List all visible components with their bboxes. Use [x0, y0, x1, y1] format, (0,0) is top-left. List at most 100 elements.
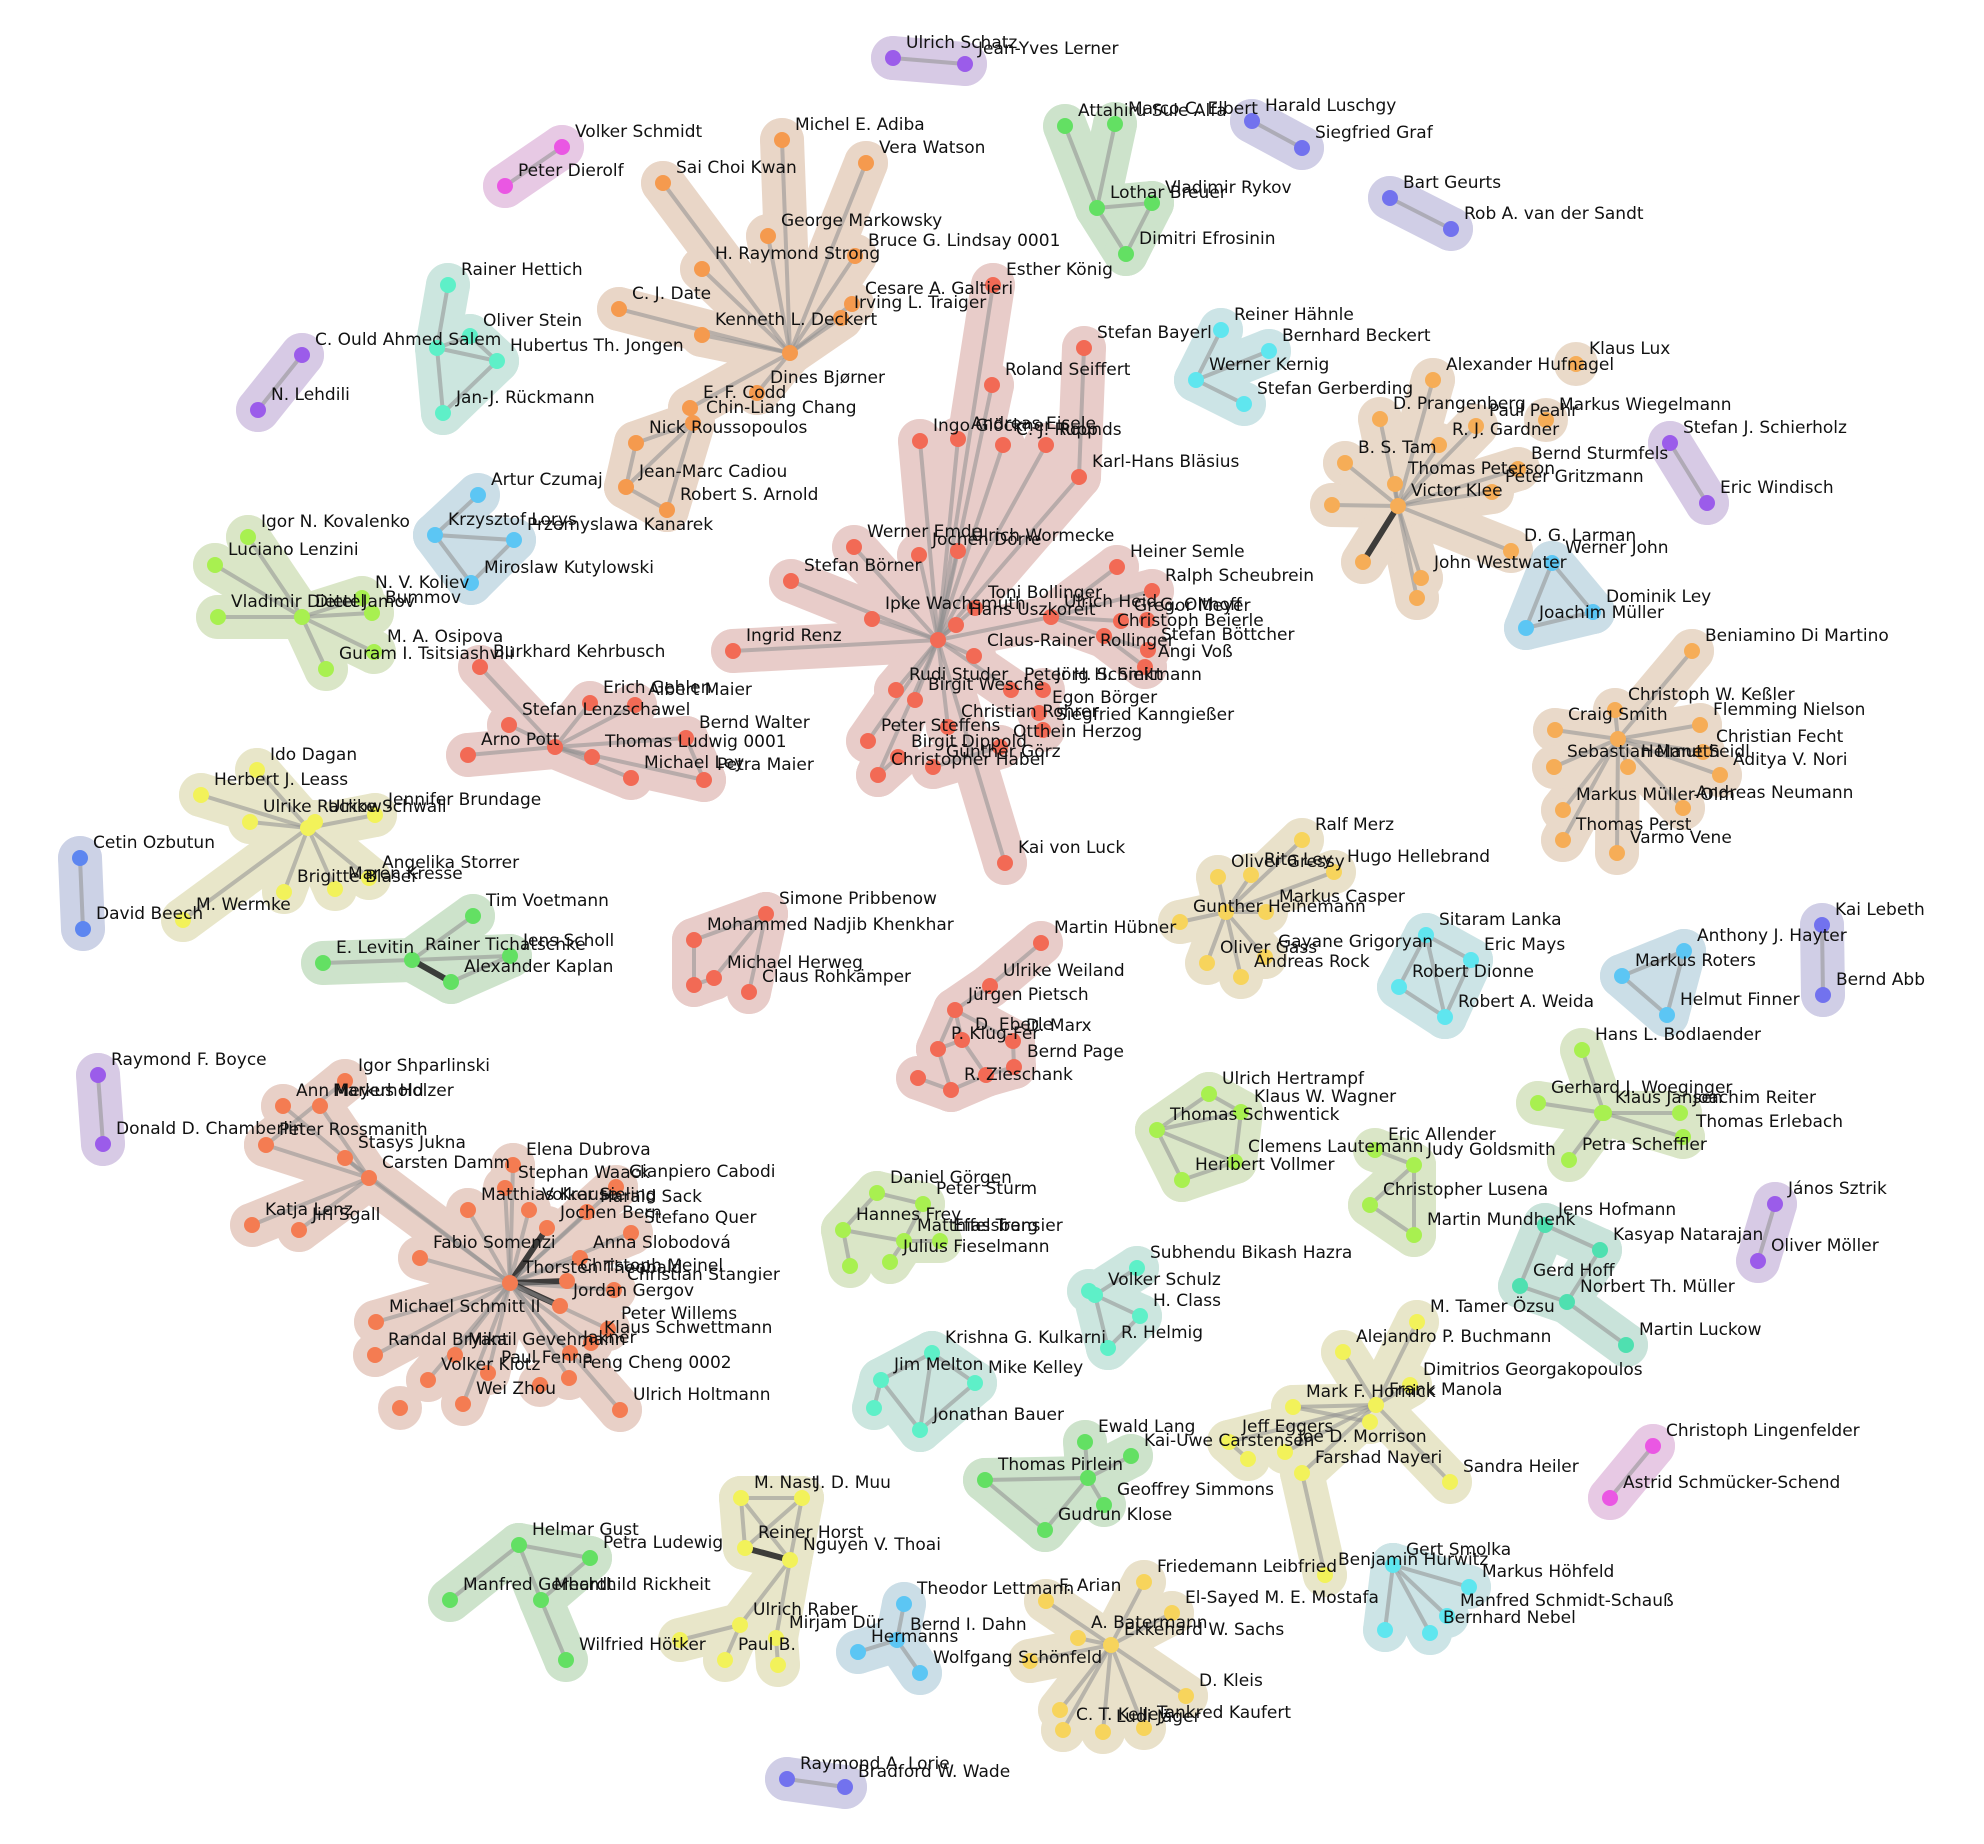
author-node[interactable] [907, 692, 923, 708]
author-node[interactable] [749, 385, 765, 401]
author-node[interactable] [1132, 1308, 1148, 1324]
author-node[interactable] [1546, 759, 1562, 775]
author-node[interactable] [1391, 979, 1407, 995]
author-node[interactable] [1815, 987, 1831, 1003]
author-node[interactable] [846, 539, 862, 555]
author-node[interactable] [210, 609, 226, 625]
author-node[interactable] [582, 1550, 598, 1566]
author-node[interactable] [890, 749, 906, 765]
author-node[interactable] [1367, 1142, 1383, 1158]
author-node[interactable] [497, 1180, 513, 1196]
author-node[interactable] [1003, 682, 1019, 698]
author-node[interactable] [659, 502, 675, 518]
author-node[interactable] [1144, 195, 1160, 211]
author-node[interactable] [315, 955, 331, 971]
author-node[interactable] [1326, 864, 1342, 880]
author-node[interactable] [435, 405, 451, 421]
author-node[interactable] [1294, 140, 1310, 156]
author-node[interactable] [623, 770, 639, 786]
author-node[interactable] [1240, 1451, 1256, 1467]
author-node[interactable] [521, 1202, 537, 1218]
author-node[interactable] [685, 415, 701, 431]
author-node[interactable] [582, 695, 598, 711]
author-node[interactable] [672, 1632, 688, 1648]
author-node[interactable] [361, 1170, 377, 1186]
author-node[interactable] [760, 228, 776, 244]
author-node[interactable] [611, 301, 627, 317]
author-node[interactable] [1439, 1608, 1455, 1624]
author-node[interactable] [737, 1540, 753, 1556]
author-node[interactable] [984, 377, 1000, 393]
author-node[interactable] [1609, 845, 1625, 861]
author-node[interactable] [579, 1204, 595, 1220]
author-node[interactable] [1096, 1497, 1112, 1513]
author-node[interactable] [950, 431, 966, 447]
author-node[interactable] [1596, 1105, 1612, 1121]
author-node[interactable] [1544, 555, 1560, 571]
author-node[interactable] [947, 1002, 963, 1018]
author-node[interactable] [1618, 1337, 1634, 1353]
author-node[interactable] [1035, 722, 1051, 738]
author-node[interactable] [623, 1225, 639, 1241]
author-node[interactable] [869, 1185, 885, 1201]
author-node[interactable] [1362, 1197, 1378, 1213]
author-node[interactable] [967, 600, 983, 616]
author-node[interactable] [1610, 731, 1626, 747]
author-node[interactable] [533, 1592, 549, 1608]
author-node[interactable] [1463, 952, 1479, 968]
author-node[interactable] [873, 1372, 889, 1388]
author-node[interactable] [1178, 1688, 1194, 1704]
author-node[interactable] [1377, 1622, 1393, 1638]
author-node[interactable] [1233, 969, 1249, 985]
author-node[interactable] [462, 328, 478, 344]
author-node[interactable] [725, 643, 741, 659]
author-node[interactable] [1055, 1722, 1071, 1738]
author-node[interactable] [1199, 955, 1215, 971]
author-node[interactable] [1607, 702, 1623, 718]
author-node[interactable] [558, 1652, 574, 1668]
author-node[interactable] [1277, 1444, 1293, 1460]
author-node[interactable] [244, 1217, 260, 1233]
author-node[interactable] [1538, 412, 1554, 428]
author-node[interactable] [1057, 118, 1073, 134]
author-node[interactable] [1174, 1172, 1190, 1188]
author-node[interactable] [842, 1258, 858, 1274]
author-node[interactable] [367, 1347, 383, 1363]
author-node[interactable] [552, 1298, 568, 1314]
author-node[interactable] [1005, 1033, 1021, 1049]
author-node[interactable] [1530, 1095, 1546, 1111]
author-node[interactable] [966, 648, 982, 664]
author-node[interactable] [443, 974, 459, 990]
author-node[interactable] [250, 402, 266, 418]
author-node[interactable] [1418, 927, 1434, 943]
author-node[interactable] [447, 1347, 463, 1363]
author-node[interactable] [618, 479, 634, 495]
author-node[interactable] [1089, 200, 1105, 216]
author-node[interactable] [1368, 1397, 1384, 1413]
author-node[interactable] [1052, 1702, 1068, 1718]
author-node[interactable] [1750, 1253, 1766, 1269]
author-node[interactable] [368, 1314, 384, 1330]
author-node[interactable] [628, 435, 644, 451]
author-node[interactable] [889, 1632, 905, 1648]
author-node[interactable] [782, 345, 798, 361]
author-node[interactable] [1081, 1283, 1097, 1299]
author-node[interactable] [420, 1372, 436, 1388]
author-node[interactable] [1662, 435, 1678, 451]
author-node[interactable] [733, 1490, 749, 1506]
author-node[interactable] [1585, 604, 1601, 620]
author-node[interactable] [1149, 1122, 1165, 1138]
author-node[interactable] [925, 759, 941, 775]
author-node[interactable] [1294, 832, 1310, 848]
author-node[interactable] [896, 1233, 912, 1249]
author-node[interactable] [1484, 484, 1500, 500]
author-node[interactable] [1355, 554, 1371, 570]
author-node[interactable] [1164, 1605, 1180, 1621]
author-node[interactable] [882, 1254, 898, 1270]
author-node[interactable] [932, 1233, 948, 1249]
author-node[interactable] [978, 1067, 994, 1083]
author-node[interactable] [954, 1032, 970, 1048]
author-node[interactable] [539, 1220, 555, 1236]
author-node[interactable] [460, 747, 476, 763]
author-node[interactable] [924, 1345, 940, 1361]
